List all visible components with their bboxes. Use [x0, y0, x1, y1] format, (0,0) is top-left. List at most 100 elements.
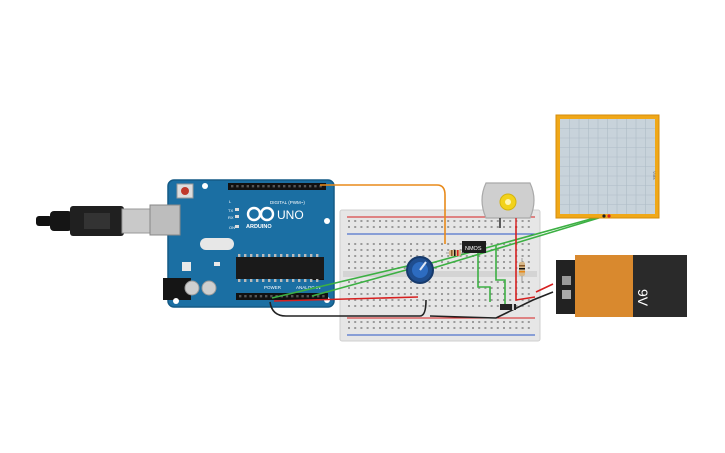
breadboard-hole: [465, 321, 468, 323]
chip-pin: [316, 254, 319, 257]
breadboard-hole: [453, 321, 456, 323]
usb-cable[interactable]: [36, 206, 153, 236]
breadboard-hole: [484, 321, 487, 323]
nmos-transistor[interactable]: NMOS: [462, 241, 486, 253]
breadboard-hole: [459, 305, 462, 307]
breadboard-hole: [478, 261, 481, 263]
breadboard-hole: [484, 281, 487, 283]
breadboard-hole: [366, 281, 369, 283]
dc-motor[interactable]: [481, 182, 535, 228]
breadboard-hole: [403, 287, 406, 289]
breadboard-hole: [434, 281, 437, 283]
header-pin: [303, 185, 307, 188]
digital-pin-row: [231, 185, 322, 188]
digital-header[interactable]: [228, 183, 326, 190]
breadboard[interactable]: [339, 209, 541, 342]
breadboard-hole: [503, 243, 505, 245]
breadboard-hole: [472, 299, 474, 301]
breadboard-hole: [465, 305, 468, 307]
breadboard-hole: [403, 321, 406, 323]
breadboard-hole: [360, 321, 363, 323]
breadboard-hole: [397, 299, 400, 301]
breadboard-hole: [484, 299, 487, 301]
wire-black-gnd[interactable]: [269, 299, 427, 317]
chip-pin: [244, 279, 247, 282]
plotter-axis-label: Volts: [652, 171, 657, 180]
wire-green-drain[interactable]: [495, 245, 506, 305]
breadboard-hole: [465, 327, 468, 329]
breadboard-hole: [465, 299, 468, 301]
breadboard-hole: [515, 327, 518, 329]
breadboard-hole: [453, 281, 456, 283]
chip-pin: [280, 279, 283, 282]
breadboard-hole: [379, 321, 381, 323]
breadboard-hole: [379, 287, 381, 289]
arduino-board[interactable]: DIGITAL (PWM~) POWER ANALOG IN UNO ARDUI…: [149, 179, 335, 308]
breadboard-hole: [403, 249, 406, 251]
header-pin: [298, 185, 301, 188]
breadboard-hole: [416, 249, 419, 251]
breadboard-hole: [447, 267, 450, 269]
resistor-1[interactable]: [446, 250, 464, 256]
breadboard-hole: [385, 293, 388, 295]
breadboard-hole: [372, 220, 375, 222]
resistor-1-band-2: [454, 250, 456, 256]
battery-terminal-pos[interactable]: [562, 290, 571, 299]
resistor-2[interactable]: [519, 258, 525, 282]
breadboard-hole: [397, 261, 400, 263]
breadboard-hole: [441, 281, 443, 283]
wire-green-plotter-a[interactable]: [311, 216, 599, 297]
breadboard-hole: [527, 261, 530, 263]
breadboard-hole: [527, 226, 530, 228]
breadboard-hole: [366, 255, 369, 257]
wire-orange-pwm[interactable]: [320, 184, 446, 244]
wire-red-5v[interactable]: [273, 296, 419, 302]
breadboard-hole: [434, 249, 437, 251]
analog-label: ANALOG IN: [296, 285, 321, 290]
breadboard-hole: [385, 255, 388, 257]
breadboard-hole: [490, 261, 493, 263]
wire-green-plotter-b[interactable]: [419, 216, 603, 273]
voltage-plotter[interactable]: Volts: [555, 114, 660, 219]
breadboard-hole: [490, 281, 493, 283]
tx-led: [235, 208, 239, 211]
chip-pin: [316, 279, 319, 282]
wire-red-battery[interactable]: [535, 283, 554, 293]
wire-red-motor[interactable]: [515, 226, 536, 301]
breadboard-hole: [360, 220, 363, 222]
battery-terminal-neg[interactable]: [562, 276, 571, 285]
breadboard-hole: [403, 327, 406, 329]
header-pin: [249, 295, 252, 298]
breadboard-hole: [354, 281, 357, 283]
breadboard-hole: [391, 299, 394, 301]
breadboard-hole: [490, 321, 493, 323]
breadboard-hole: [360, 287, 363, 289]
breadboard-hole: [372, 226, 375, 228]
diode-cathode-band: [512, 304, 514, 310]
potentiometer[interactable]: [406, 256, 434, 284]
wire-green-analog[interactable]: [271, 262, 421, 299]
breadboard-hole: [490, 220, 493, 222]
breadboard-hole: [385, 305, 388, 307]
breadboard-hole: [521, 220, 524, 222]
breadboard-hole: [354, 267, 357, 269]
breadboard-hole: [478, 327, 481, 329]
breadboard-hole: [447, 305, 450, 307]
plotter-terminal-pos[interactable]: [607, 214, 611, 218]
chip-pin: [310, 279, 313, 282]
diode[interactable]: [500, 304, 516, 310]
chip-pin: [238, 254, 241, 257]
breadboard-hole: [434, 327, 437, 329]
chip-pin: [286, 279, 289, 282]
chip-pin: [250, 279, 253, 282]
breadboard-hole: [441, 321, 443, 323]
breadboard-hole: [521, 299, 524, 301]
chip-pin: [280, 254, 283, 257]
battery-9v[interactable]: 9V: [556, 255, 687, 317]
plotter-terminal-neg[interactable]: [602, 214, 606, 218]
breadboard-hole: [447, 243, 450, 245]
breadboard-hole: [354, 243, 357, 245]
wire-green-gate[interactable]: [477, 245, 491, 302]
breadboard-hole: [472, 287, 474, 289]
